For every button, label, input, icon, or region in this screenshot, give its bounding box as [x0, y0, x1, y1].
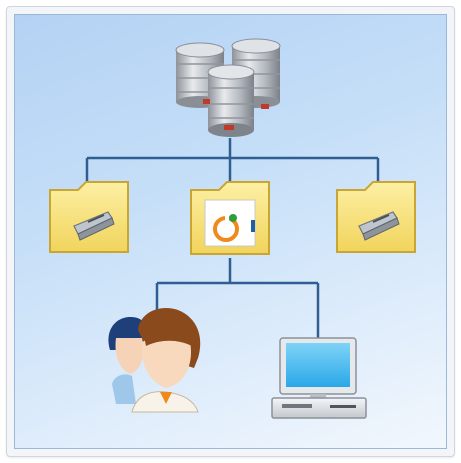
- database-stack-icon: [175, 38, 281, 137]
- user-front-icon: [131, 308, 201, 413]
- users-icon: [108, 308, 201, 413]
- connector-lines: [85, 138, 380, 338]
- scanner-icon: [73, 211, 115, 241]
- app-logo-icon: [213, 214, 239, 242]
- desktop-case-icon: [271, 397, 367, 419]
- folder-scanner-right-icon: [336, 181, 416, 253]
- database-cylinder-front: [203, 64, 255, 137]
- folder-scanner-left-icon: [49, 181, 129, 253]
- user-back-icon: [108, 316, 150, 404]
- computer-icon: [271, 337, 367, 419]
- monitor-stand: [310, 394, 326, 399]
- folder-app-icon: [190, 181, 270, 255]
- scanner-icon: [358, 211, 400, 241]
- monitor-icon: [279, 337, 357, 395]
